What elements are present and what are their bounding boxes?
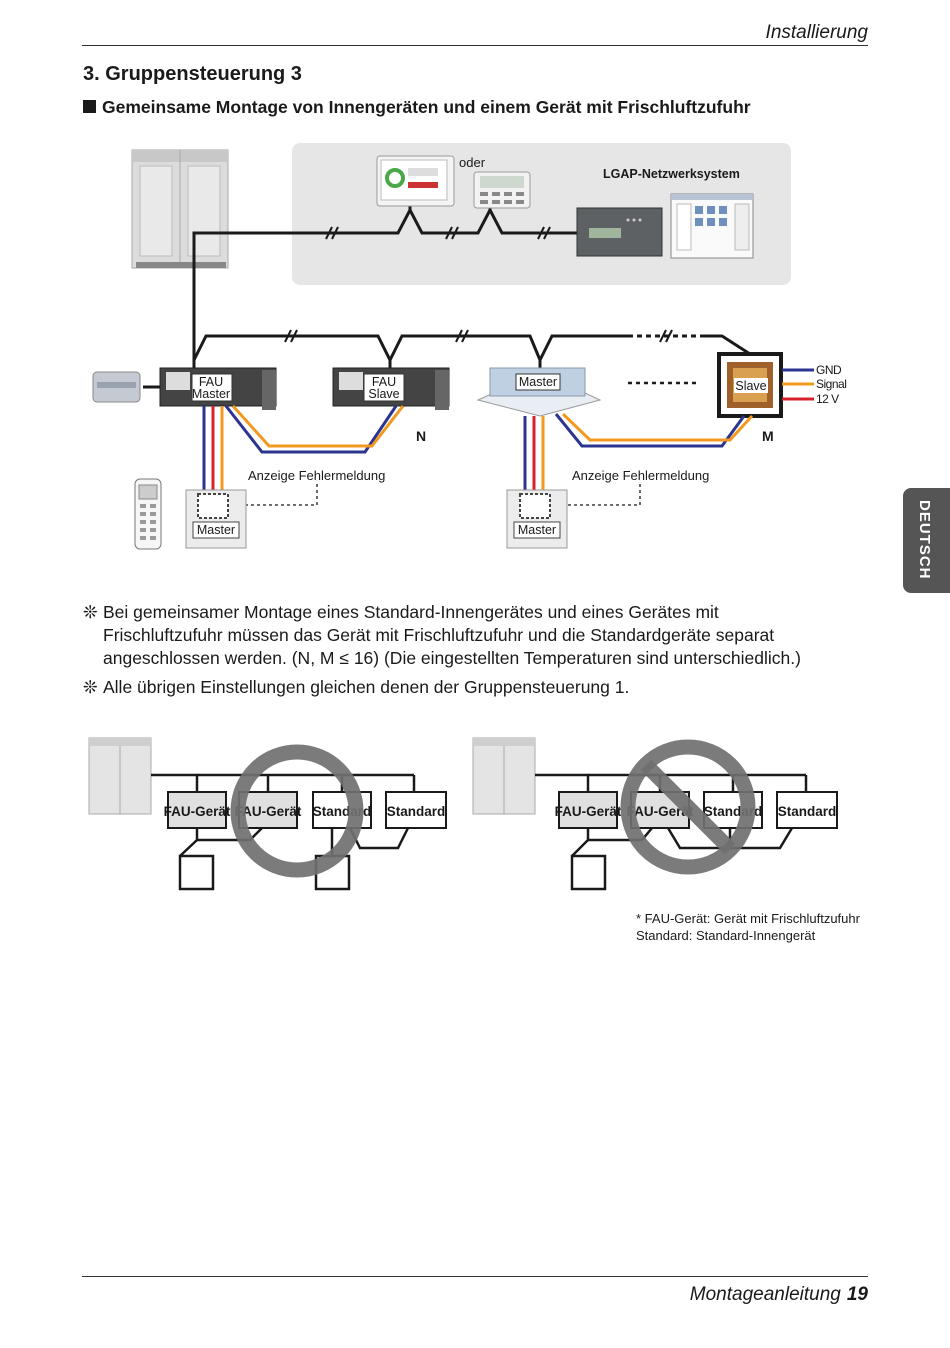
receiver-icon [92,371,141,403]
legend-line-2: Standard: Standard-Innengerät [636,928,816,943]
central-controller-icon [376,155,455,207]
error-display-label-1: Anzeige Fehlermeldung [248,468,385,483]
cassette-master-label: Master [519,375,557,389]
slave-unit-icon [717,352,783,418]
v12-label: 12 V [816,392,839,406]
lgap-label: LGAP-Netzwerksystem [603,167,740,181]
remote-master-label-1: Master [197,523,235,537]
fau-master-label-1: FAU [199,375,223,389]
slave-label: Slave [735,379,766,393]
note-1: ❊Bei gemeinsamer Montage eines Standard-… [83,601,863,670]
page-number: 19 [846,1284,868,1305]
note-2: ❊Alle übrigen Einstellungen gleichen den… [83,676,863,699]
note-2-line-1: Alle übrigen Einstellungen gleichen dene… [103,677,630,697]
oder-label: oder [459,155,486,170]
header-title: Installierung [765,22,868,43]
note-1-line-2: Frischluftzufuhr müssen das Gerät mit Fr… [103,625,775,645]
wiring-diagram: oder LGAP-Netzwerksystem [92,143,847,550]
fau-slave-label-1: FAU [372,375,396,389]
subsection-title: Gemeinsame Montage von Innengeräten und … [83,97,751,118]
wrong-example-right: FAU-Gerät FAU-Gerät Standard Standard [472,737,838,891]
square-bullet-icon [83,100,96,113]
signal-label: Signal [816,377,846,391]
fau-master-label-2: Master [192,387,230,401]
cassette-master-unit-icon [476,367,602,417]
legend-line-1: * FAU-Gerät: Gerät mit Frischluftzufuhr [636,911,860,926]
right-box-1-label: FAU-Gerät [555,804,622,819]
fau-slave-label-2: Slave [368,387,399,401]
left-box-4-label: Standard [387,804,446,819]
simple-controller-icon [473,171,531,209]
gateway-icon [576,207,663,257]
wrong-examples-diagram: FAU-Gerät FAU-Gerät Standard Standard FA… [88,737,838,891]
wrong-example-left: FAU-Gerät FAU-Gerät Standard Standard [88,737,447,891]
remote-master-label-2: Master [518,523,556,537]
wired-remote-right-icon [506,489,568,549]
language-side-tab: DEUTSCH [903,488,950,593]
outdoor-unit-icon [131,149,229,269]
subsection-text: Gemeinsame Montage von Innengeräten und … [102,97,751,117]
wired-remote-left-icon [185,489,247,549]
side-tab-label: DEUTSCH [916,500,933,580]
legend: * FAU-Gerät: Gerät mit Frischluftzufuhr … [636,910,860,944]
header-rule [82,45,868,46]
wireless-remote-icon [134,478,162,550]
pc-screen-icon [670,193,754,259]
left-box-2-label: FAU-Gerät [235,804,302,819]
right-box-2-label: FAU-Gerät [627,804,694,819]
right-group-wiring [523,412,754,490]
footer-rule [82,1276,868,1277]
outdoor-unit-small-right-icon [472,737,536,815]
fau-slave-unit-icon [332,367,450,410]
right-box-4-label: Standard [778,804,837,819]
note-1-mark: ❊ [83,602,98,622]
prohibit-circle-left-icon [230,744,364,878]
error-display-label-2: Anzeige Fehlermeldung [572,468,709,483]
outdoor-unit-small-left-icon [88,737,152,815]
prohibit-sign-right-icon [620,739,756,875]
section-title: 3. Gruppensteuerung 3 [83,63,302,85]
m-label: M [762,428,774,444]
footer-title: Montageanleitung [689,1284,841,1305]
n-label: N [416,428,426,444]
note-2-mark: ❊ [83,677,98,697]
gnd-label: GND [816,363,842,377]
left-group-wiring [202,404,405,490]
note-1-line-3: angeschlossen werden. (N, M ≤ 16) (Die e… [103,648,801,668]
fau-master-unit-icon [159,367,277,410]
note-1-line-1: Bei gemeinsamer Montage eines Standard-I… [103,602,719,622]
left-box-1-label: FAU-Gerät [164,804,231,819]
